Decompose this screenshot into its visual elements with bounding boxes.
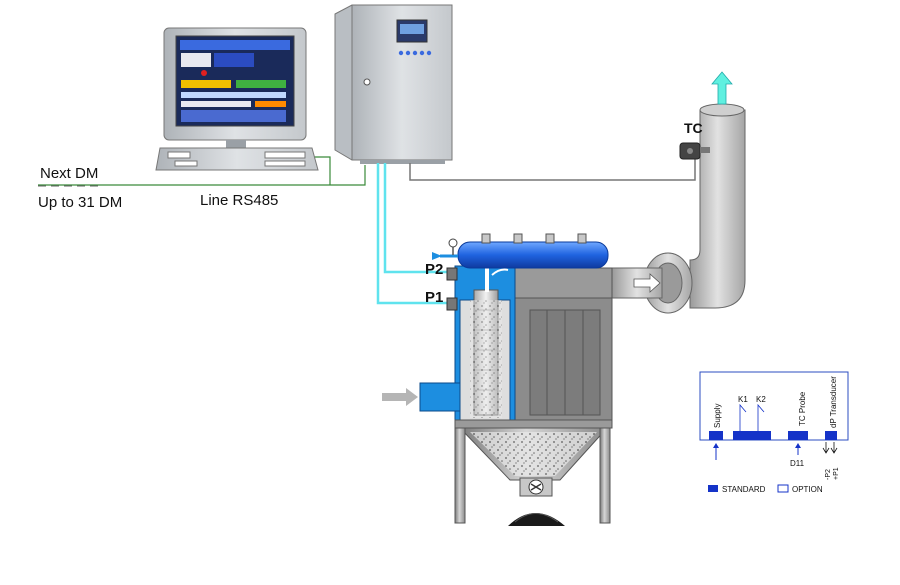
up-to-dm-label: Up to 31 DM [38, 194, 122, 211]
supply-terminal [709, 431, 723, 440]
air-tank [432, 233, 609, 269]
tc-terminal [788, 431, 808, 440]
tc-probe-label: TC Probe [798, 391, 807, 426]
legend-option-swatch [777, 484, 789, 493]
tc-label: TC [684, 120, 703, 136]
tc-line [409, 155, 696, 181]
minus-p2-label: -P2 [825, 469, 832, 480]
exhaust-duct [611, 71, 746, 314]
plus-p1-label: +P1 [833, 467, 840, 480]
next-dm-label: Next DM [40, 165, 98, 182]
p2-label: P2 [425, 261, 443, 278]
legend-standard-swatch [708, 485, 718, 492]
p1-label: P1 [425, 289, 443, 306]
dp-terminal [825, 431, 837, 440]
k2-label: K2 [756, 395, 766, 404]
dp-transducer-label: dP Transducer [829, 376, 838, 428]
control-cabinet-icon [334, 4, 453, 164]
d11-label: D11 [790, 459, 805, 468]
k1-label: K1 [738, 395, 748, 404]
relay-terminal [733, 431, 771, 440]
supply-label: Supply [713, 404, 722, 428]
connection-board: Supply K1 K2 TC Probe dP Transducer D11 … [699, 371, 849, 480]
computer [155, 27, 319, 171]
keyboard-icon [155, 147, 319, 171]
collector-housing [382, 258, 613, 526]
thermocouple-icon [679, 142, 710, 160]
airflow-arrow-icon [711, 71, 733, 105]
legend-standard-label: STANDARD [722, 485, 766, 494]
legend-option-label: OPTION [792, 485, 823, 494]
computer-monitor-icon [163, 27, 307, 148]
legend: STANDARD OPTION [708, 484, 823, 494]
pressure-gauge-icon [448, 238, 458, 255]
pressure-lines [376, 163, 455, 305]
line-rs485-label: Line RS485 [200, 192, 278, 209]
